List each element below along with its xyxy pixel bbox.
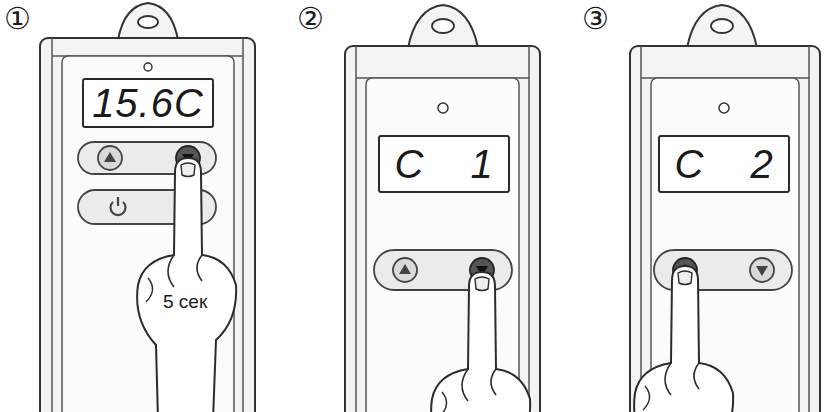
controller-device-part <box>40 38 255 412</box>
hold-time-note: 5 сек <box>160 292 210 313</box>
controller-device-part <box>51 38 53 412</box>
display-reading: C 1 <box>394 144 493 184</box>
controller-device-part <box>137 158 236 412</box>
controller-device-part <box>438 103 448 113</box>
controller-device-part <box>408 5 478 48</box>
step-number: ② <box>297 2 324 35</box>
display-reading: 15.6C <box>92 83 204 123</box>
controller-device-part <box>118 3 178 40</box>
step-number: ③ <box>582 2 609 35</box>
controller-device-part <box>634 266 733 412</box>
controller-device-part <box>345 46 540 412</box>
power-symbol <box>111 197 126 215</box>
controller-device-part <box>719 103 729 113</box>
controller-device-part <box>750 258 774 282</box>
controller-device-part <box>98 146 122 170</box>
controller-device-part <box>630 46 820 412</box>
controller-device-part <box>687 5 757 48</box>
controller-device-part <box>242 38 244 412</box>
controller-device-part <box>431 272 530 412</box>
controller-device-part <box>808 46 810 412</box>
controller-device-part <box>393 258 417 282</box>
controller-device-part <box>528 46 530 412</box>
display-screen: C 2 <box>658 135 790 193</box>
controller-device-part <box>355 46 357 412</box>
controller-device-part <box>711 19 733 33</box>
controller-device-part <box>432 19 454 33</box>
controller-device-part <box>640 46 642 412</box>
step-number: ① <box>4 2 31 35</box>
display-screen: C 1 <box>378 135 510 193</box>
controller-device <box>40 3 255 412</box>
controller-device <box>630 5 820 412</box>
controller-device-part <box>144 63 152 71</box>
power-symbol-part <box>117 197 119 206</box>
display-screen: 15.6C <box>82 78 214 128</box>
display-reading: C 2 <box>674 144 773 184</box>
controller-device <box>345 5 540 412</box>
controller-device-part <box>138 16 158 28</box>
